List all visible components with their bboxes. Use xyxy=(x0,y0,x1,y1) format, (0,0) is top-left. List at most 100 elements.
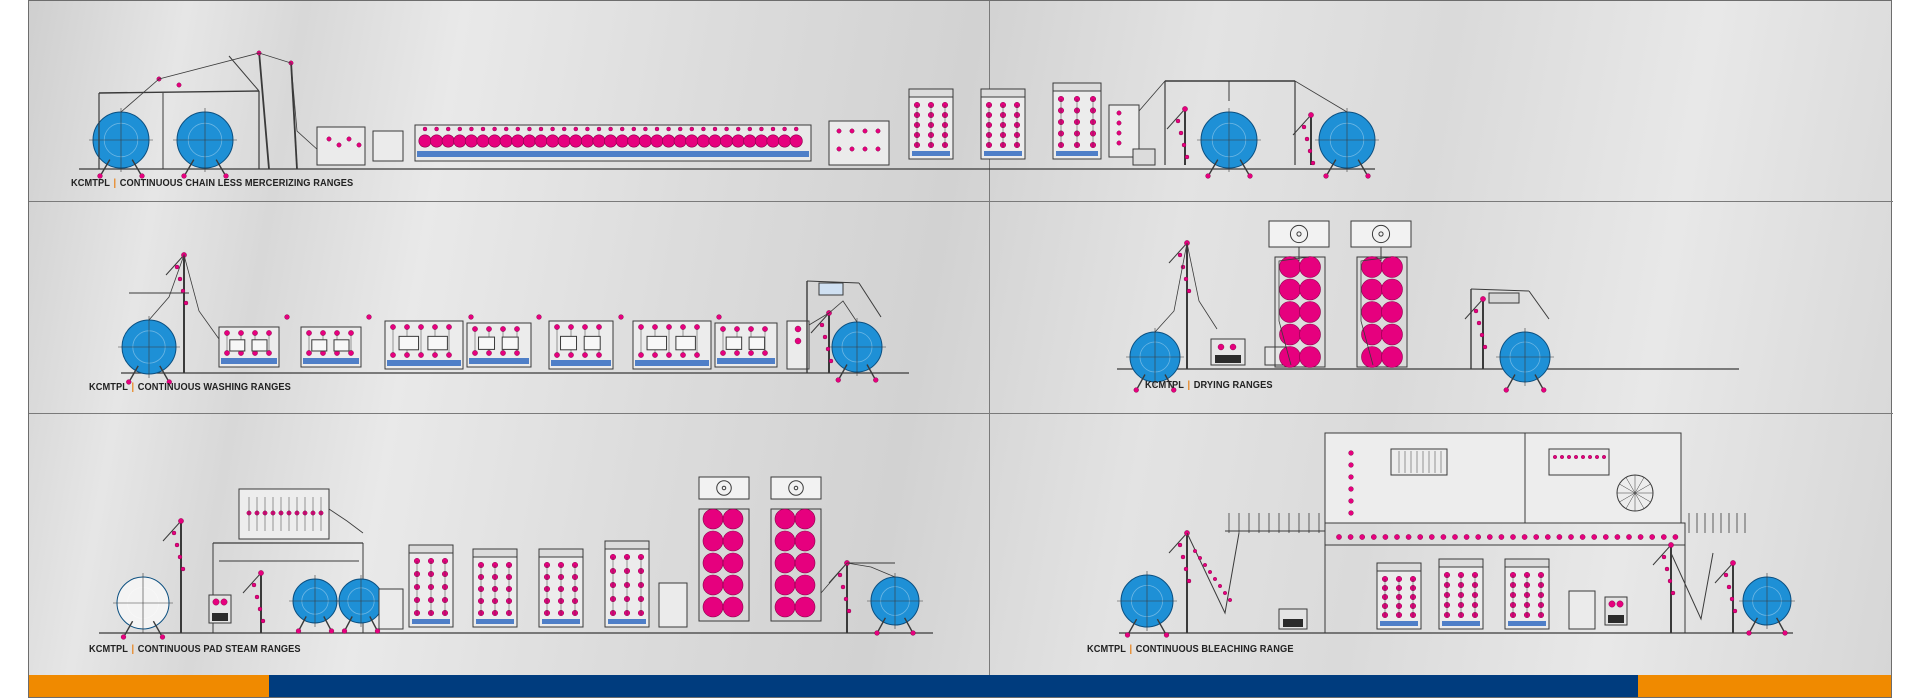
stabilizer-drum xyxy=(754,134,768,148)
drying-cylinder xyxy=(774,530,796,552)
guide-roller xyxy=(1348,510,1354,516)
guide-roller xyxy=(320,330,326,336)
fan-hub xyxy=(1296,231,1302,237)
stabilizer-drum xyxy=(638,134,652,148)
guide-roller xyxy=(638,352,644,358)
guide-roller xyxy=(1116,140,1122,146)
stabilizer-drum xyxy=(720,134,734,148)
guide-roller xyxy=(538,126,544,132)
guide-roller xyxy=(341,628,348,634)
guide-roller xyxy=(1668,542,1674,548)
caption-pad-steam: KCMTPL|CONTINUOUS PAD STEAM RANGES xyxy=(89,643,301,655)
mercerizing-range-diagram xyxy=(79,50,1379,179)
drying-cylinder xyxy=(794,530,816,552)
liquor-tank xyxy=(303,358,359,364)
guide-roller xyxy=(181,173,187,179)
guide-roller xyxy=(1510,534,1516,540)
guide-roller xyxy=(836,146,842,152)
fabric-path xyxy=(148,253,220,340)
guide-roller xyxy=(1202,562,1207,567)
guide-roller xyxy=(837,572,843,578)
fabric-path xyxy=(820,562,896,594)
drying-cylinder xyxy=(1361,301,1383,323)
guide-roller xyxy=(794,337,802,345)
guide-roller xyxy=(468,314,474,320)
guide-roller xyxy=(177,276,183,282)
batch-stand xyxy=(1128,618,1166,634)
guide-roller xyxy=(701,126,706,132)
guide-roller xyxy=(862,146,868,152)
squeeze-unit xyxy=(658,582,688,628)
guide-roller xyxy=(836,128,842,134)
guide-roller xyxy=(295,628,302,634)
guide-roller xyxy=(652,352,658,358)
guider-unit xyxy=(372,130,404,162)
guide-roller xyxy=(1217,343,1225,351)
drying-cylinder xyxy=(1279,346,1301,368)
j-scray-stay xyxy=(810,312,830,334)
liquor-tank xyxy=(551,360,611,366)
tower-top xyxy=(980,88,1026,98)
guide-roller xyxy=(759,126,764,132)
fabric-path xyxy=(328,508,364,534)
guide-roller xyxy=(822,334,828,340)
guide-roller xyxy=(1440,534,1447,540)
guide-roller xyxy=(1661,554,1667,560)
liquor-tank xyxy=(912,151,950,156)
guide-roller xyxy=(554,352,560,358)
batch-stand xyxy=(838,364,876,379)
drying-cylinder xyxy=(774,552,796,574)
window xyxy=(251,339,268,352)
window xyxy=(333,339,350,352)
steamer-chamber-left xyxy=(1324,432,1526,524)
batch-stand xyxy=(1506,374,1544,389)
tower-top xyxy=(908,88,954,98)
guide-roller xyxy=(1417,534,1424,540)
guide-roller xyxy=(618,314,624,320)
guide-roller xyxy=(1732,608,1738,614)
steamer-chamber-right xyxy=(1524,432,1682,524)
stabilizer-drum xyxy=(476,134,490,148)
guide-roller xyxy=(734,350,740,356)
steamer-chamber xyxy=(238,488,330,540)
guide-roller xyxy=(174,542,180,548)
drying-stack-frame xyxy=(770,508,822,622)
drying-cylinder xyxy=(1299,256,1321,278)
fabric-path xyxy=(808,300,858,326)
guide-roller xyxy=(1181,142,1187,148)
guide-roller xyxy=(582,352,588,358)
guide-roller xyxy=(1574,455,1579,460)
band-segment-navy xyxy=(268,675,1639,697)
liquor-tank xyxy=(1380,621,1418,626)
guide-roller xyxy=(1183,566,1189,572)
fan-hub xyxy=(1378,231,1384,237)
guide-roller xyxy=(734,326,740,332)
guide-roller xyxy=(1476,320,1482,326)
drying-cylinder xyxy=(774,596,796,618)
guide-roller xyxy=(432,352,438,358)
guide-roller xyxy=(694,324,700,330)
guide-roller xyxy=(1746,630,1752,636)
guide-roller xyxy=(527,126,532,132)
guide-roller xyxy=(666,352,672,358)
guide-roller xyxy=(562,126,567,132)
guide-roller xyxy=(1323,173,1329,179)
guide-roller xyxy=(1463,534,1470,540)
guide-roller xyxy=(1567,455,1572,460)
guide-roller xyxy=(1661,534,1667,540)
window xyxy=(501,336,519,350)
guide-roller xyxy=(1175,118,1181,124)
drying-cylinder xyxy=(774,574,796,596)
drying-cylinder xyxy=(1381,278,1403,301)
guide-roller xyxy=(514,326,520,332)
batch-stand xyxy=(1208,159,1250,175)
guide-roller xyxy=(1177,252,1183,258)
drying-cylinder xyxy=(1361,278,1383,301)
brochure-sheet: KCMTPL|CONTINUOUS CHAIN LESS MERCERIZING… xyxy=(28,0,1893,698)
vertical-divider xyxy=(989,1,990,676)
window xyxy=(583,335,601,351)
fabric-path xyxy=(1360,256,1392,366)
guide-roller xyxy=(390,352,396,358)
guide-roller xyxy=(126,379,132,385)
stabilizer-drum xyxy=(708,134,722,148)
